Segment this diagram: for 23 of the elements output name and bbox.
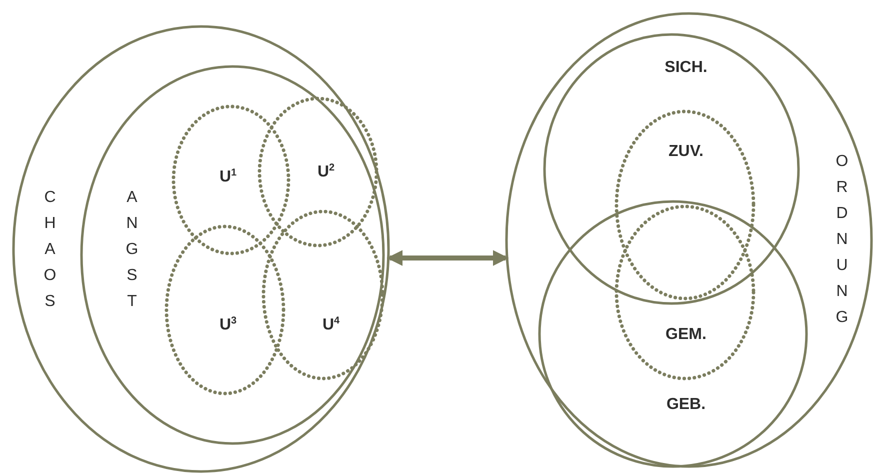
oval-region xyxy=(172,105,290,255)
region-label: GEM. xyxy=(666,327,706,343)
region-label: GEB. xyxy=(666,397,706,413)
region-label: ORDNUNG xyxy=(834,152,850,328)
oval-region xyxy=(12,25,390,473)
oval-region xyxy=(505,12,873,468)
oval-region xyxy=(538,200,808,468)
oval-region xyxy=(615,205,755,380)
region-label: ZUV. xyxy=(668,144,704,160)
oval-region xyxy=(543,33,800,305)
region-label: U$^{4}$ xyxy=(322,316,340,334)
oval-region xyxy=(165,225,285,395)
region-label: U$^{1}$ xyxy=(219,168,237,186)
region-label: ANGST xyxy=(124,188,140,312)
region-label: U$^{3}$ xyxy=(219,316,237,334)
region-label: CHAOS xyxy=(42,188,58,312)
double-arrow xyxy=(386,250,509,266)
oval-region xyxy=(80,65,385,445)
region-label: SICH. xyxy=(664,60,708,76)
oval-region xyxy=(258,97,378,247)
oval-region xyxy=(615,110,755,300)
oval-region xyxy=(262,210,384,380)
region-label: U$^{2}$ xyxy=(317,164,335,180)
